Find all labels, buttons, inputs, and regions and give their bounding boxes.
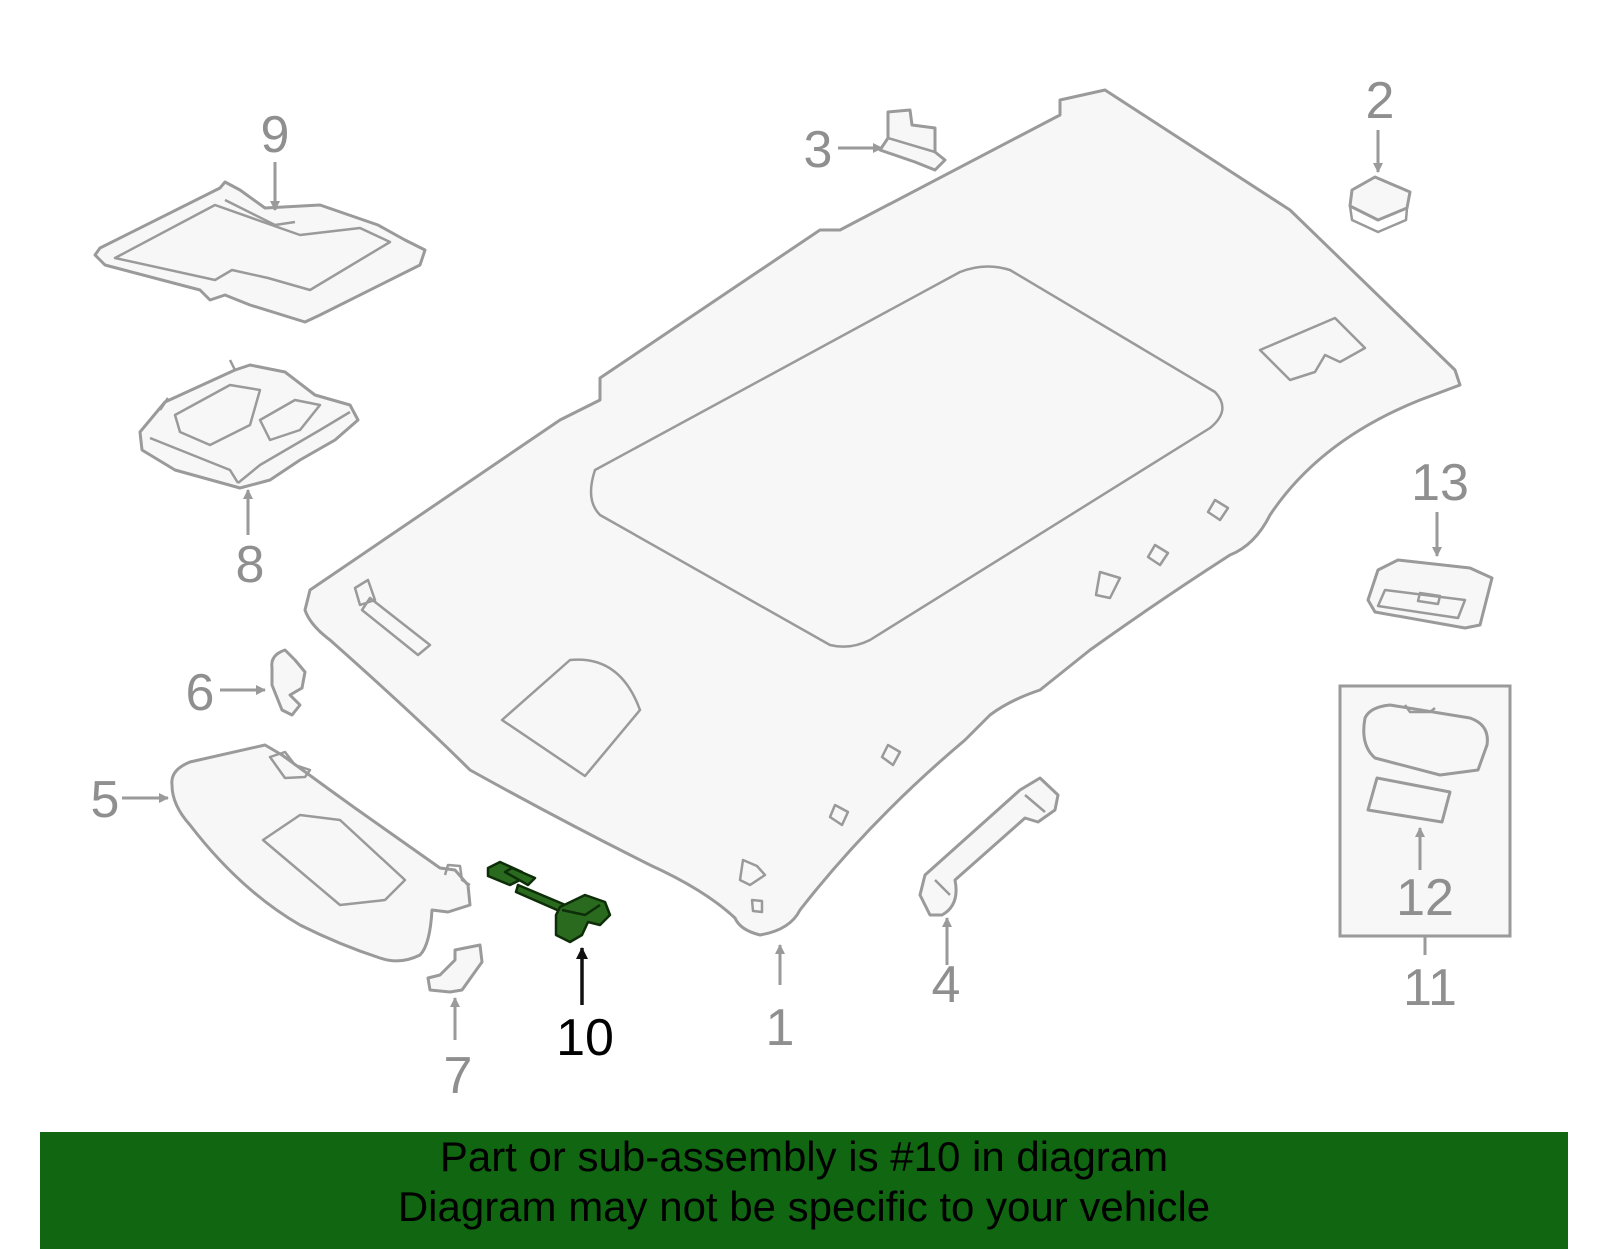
callout-1: 1 — [766, 999, 795, 1057]
callout-12: 12 — [1396, 869, 1454, 927]
callout-labels: 1 2 3 4 5 6 7 8 9 10 11 12 13 — [91, 72, 1469, 1105]
clip-part-3 — [878, 108, 947, 172]
overhead-console-part-8 — [138, 359, 360, 490]
wire-harness-part-10 — [486, 860, 612, 944]
map-lamp-part-13 — [1366, 558, 1494, 630]
leader-lines — [122, 130, 1442, 1040]
callout-10: 10 — [556, 1009, 614, 1067]
callout-9: 9 — [261, 106, 290, 164]
headliner-part-1 — [303, 88, 1462, 937]
callout-2: 2 — [1366, 72, 1395, 130]
lamp-kit-box-part-11 — [1338, 684, 1512, 955]
sun-visor-part-5 — [170, 743, 472, 963]
grab-handle-part-4 — [918, 776, 1060, 917]
callout-3: 3 — [804, 121, 833, 179]
clip-part-6 — [270, 648, 307, 717]
callout-13: 13 — [1411, 454, 1469, 512]
callout-4: 4 — [932, 956, 961, 1014]
callout-8: 8 — [236, 536, 265, 594]
callout-5: 5 — [91, 771, 120, 829]
banner-line-1: Part or sub-assembly is #10 in diagram — [439, 1133, 1169, 1180]
clip-part-2 — [1348, 175, 1412, 234]
frame-part-9 — [93, 180, 427, 324]
bracket-part-7 — [426, 943, 484, 994]
callout-7: 7 — [444, 1047, 473, 1105]
banner-line-2: Diagram may not be specific to your vehi… — [397, 1183, 1211, 1230]
callout-6: 6 — [186, 664, 215, 722]
info-banner: Part or sub-assembly is #10 in diagram D… — [40, 1132, 1568, 1249]
callout-11: 11 — [1403, 959, 1457, 1017]
